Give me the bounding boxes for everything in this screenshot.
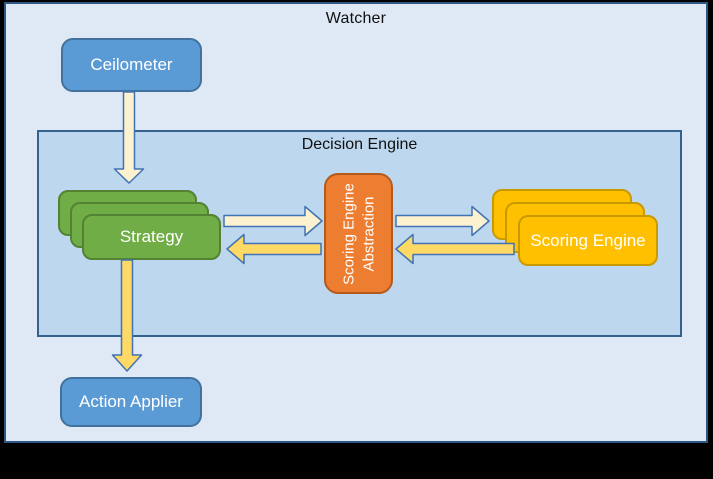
- ceilometer-node: Ceilometer: [61, 38, 202, 92]
- scoring-engine-label: Scoring Engine: [530, 230, 646, 250]
- action-applier-node: Action Applier: [60, 377, 202, 427]
- watcher-title: Watcher: [325, 10, 387, 27]
- scoring-engine-abstraction-node: Scoring Engine Abstraction: [324, 173, 393, 294]
- scoring-engine-node: Scoring Engine: [518, 215, 658, 266]
- decision-engine-title: Decision Engine: [301, 136, 418, 153]
- strategy-node: Strategy: [82, 214, 221, 260]
- ceilometer-label: Ceilometer: [90, 55, 173, 74]
- action-applier-label: Action Applier: [79, 392, 183, 411]
- strategy-label: Strategy: [119, 227, 184, 246]
- scoring-engine-abstraction-label: Scoring Engine Abstraction: [340, 182, 377, 285]
